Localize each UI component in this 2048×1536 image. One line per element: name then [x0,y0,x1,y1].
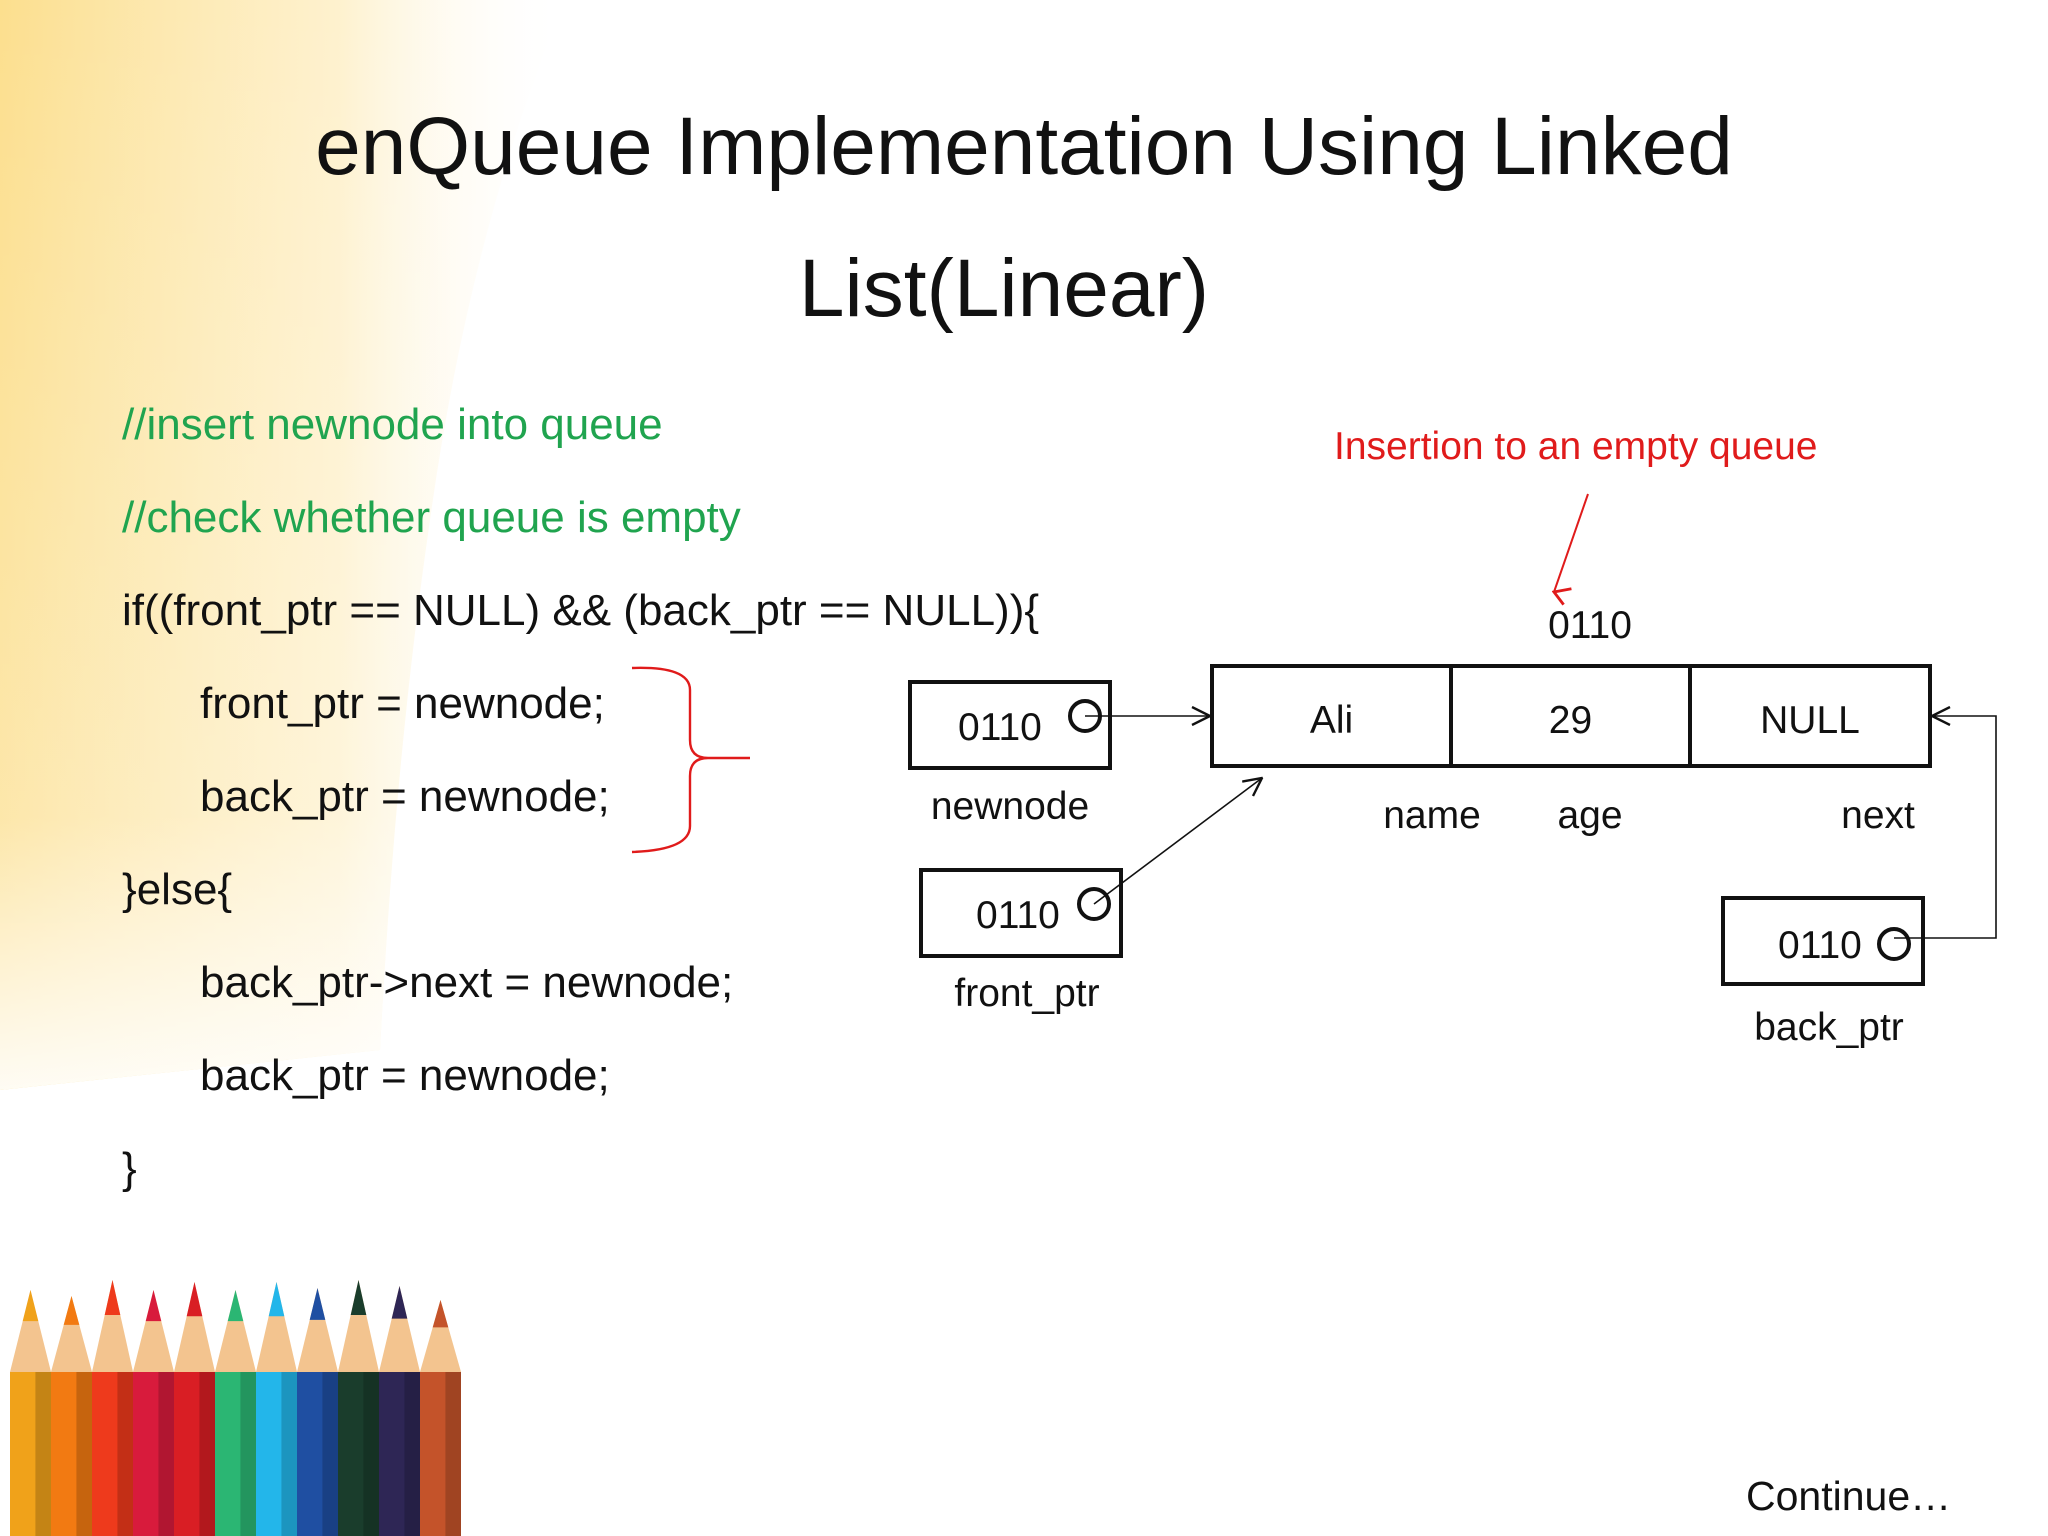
pencil [51,1296,92,1536]
pencil [256,1282,297,1536]
red-brace [631,666,750,854]
node-field-next-label: next [1841,794,1915,837]
code-next-assign: back_ptr->next = newnode; [200,958,734,1007]
code-if-line: if((front_ptr == NULL) && (back_ptr == N… [122,586,1040,635]
front-ptr-box [919,868,1123,958]
continue-footer: Continue… [1746,1473,1952,1519]
pencil [133,1290,174,1536]
back-ptr-label: back_ptr [1754,1006,1904,1049]
pencil [174,1282,215,1536]
back-ptr-pointer-dot [1877,927,1911,961]
pencil [215,1290,256,1536]
pencil [92,1280,133,1536]
node-field-age-label: age [1557,794,1623,837]
front-ptr-label: front_ptr [954,972,1100,1015]
back-ptr-arrow [1894,716,1997,939]
front-ptr-value: 0110 [976,894,1060,937]
node-field-name-value: Ali [1309,699,1354,742]
code-back-assign: back_ptr = newnode; [200,772,610,821]
pencil [420,1300,461,1536]
pencil [10,1290,51,1536]
front-ptr-arrow [1093,778,1262,905]
code-back-assign-2: back_ptr = newnode; [200,1051,610,1100]
newnode-box [908,680,1112,770]
slide-title-line2: List(Linear) [798,243,1210,334]
yellow-wash-fade [0,0,565,1090]
slide-title-line1: enQueue Implementation Using Linked [315,101,1733,192]
code-comment-insert: //insert newnode into queue [122,400,663,449]
newnode-label: newnode [930,785,1090,828]
node-box [1210,664,1932,768]
pencil [338,1280,379,1536]
code-close-brace: } [122,1144,137,1193]
node-field-age-value: 29 [1548,699,1593,742]
node-field-name-label: name [1383,794,1481,837]
code-comment-check: //check whether queue is empty [122,493,741,542]
node-address: 0110 [1548,604,1632,647]
newnode-value: 0110 [958,706,1042,749]
pencil [379,1286,420,1536]
node-field-next-value: NULL [1760,699,1860,742]
back-ptr-value: 0110 [1778,924,1862,967]
pencil [297,1288,338,1536]
back-ptr-box [1721,896,1925,986]
annotation-label: Insertion to an empty queue [1334,425,1818,468]
annotation-arrow [1554,493,1589,592]
front-ptr-pointer-dot [1077,887,1111,921]
code-front-assign: front_ptr = newnode; [200,679,605,728]
code-else-line: }else{ [122,865,233,914]
